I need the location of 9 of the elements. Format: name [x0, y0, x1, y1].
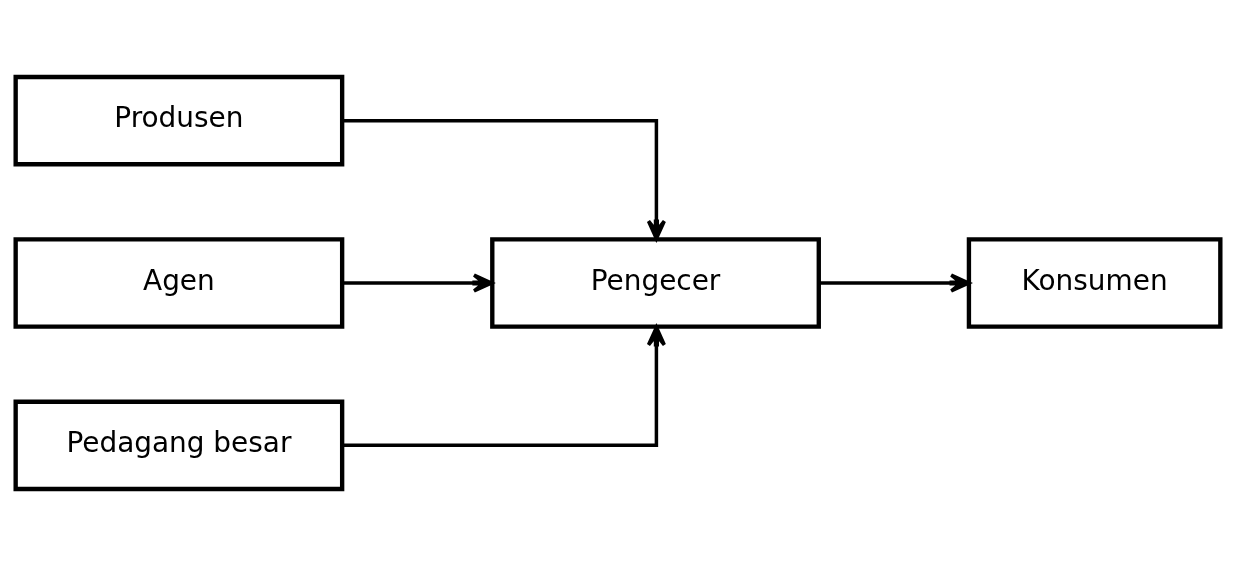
arrow [342, 118, 666, 240]
node-box: Produsen [13, 74, 345, 166]
node-box: Pengecer [490, 236, 821, 329]
arrow [342, 325, 666, 447]
arrow [819, 272, 971, 293]
node-box: Agen [13, 236, 345, 329]
node-box: Pedagang besar [13, 399, 345, 491]
arrow [342, 272, 494, 293]
node-box: Konsumen [966, 236, 1223, 329]
